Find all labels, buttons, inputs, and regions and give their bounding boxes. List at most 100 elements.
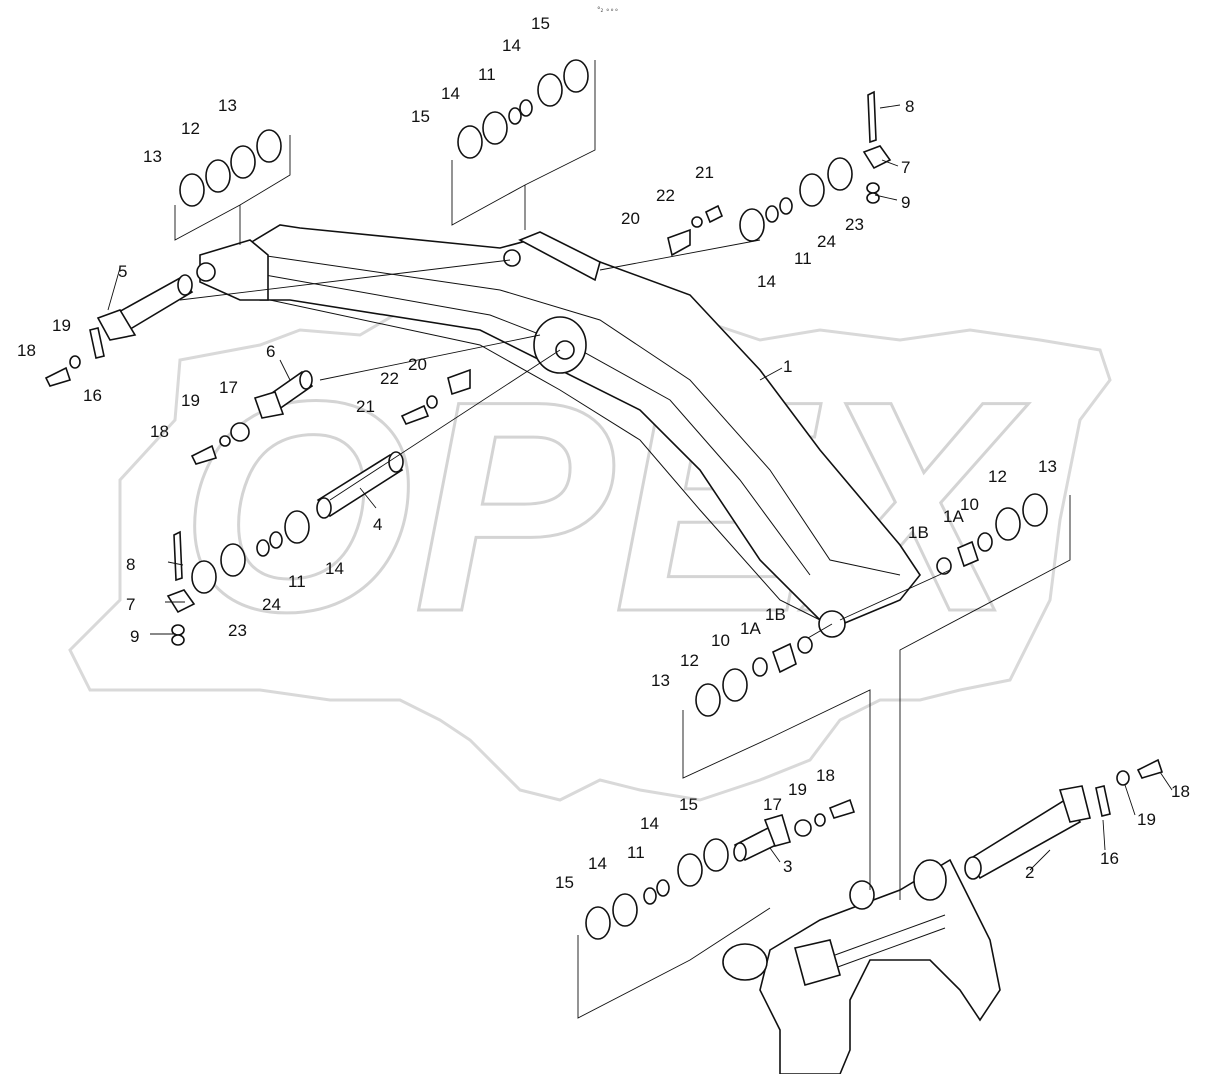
stopper-20-lower [447, 368, 471, 396]
nut-9-a1 [866, 182, 880, 194]
label-16-a: 16 [83, 386, 102, 405]
pin-4-end-a [316, 497, 332, 519]
bush-1A-a [957, 540, 979, 568]
shim-1B-a [936, 557, 952, 575]
shim-12-b [722, 668, 748, 702]
nut-9-a2 [866, 192, 880, 204]
pin-4-end-b [388, 451, 404, 473]
boom-edge-upper [259, 254, 901, 576]
label-24-b: 24 [262, 595, 281, 614]
shim-1B-b [797, 636, 813, 654]
label-8-a: 8 [905, 97, 914, 116]
label-1A-a: 1A [943, 507, 964, 526]
shim-14-d [284, 510, 310, 544]
hardware-upper [44, 204, 724, 465]
shim-11-d2 [256, 539, 270, 557]
label-13-a: 13 [218, 96, 237, 115]
shims-top [451, 59, 596, 230]
bush-1A-b [772, 642, 797, 674]
plate-16-right [1095, 785, 1111, 817]
shim-13-a [179, 173, 205, 207]
shim-12-a2 [230, 145, 256, 179]
label-5: 5 [118, 262, 127, 281]
label-3: 3 [783, 857, 792, 876]
label-16-b: 16 [1100, 849, 1119, 868]
washer-17-mid [230, 422, 250, 442]
shim-14-b [537, 73, 563, 107]
plate-16-left [89, 327, 105, 359]
boom-edge-mid [264, 274, 811, 576]
pin-3-end [733, 842, 747, 862]
washer-19-low [814, 813, 826, 827]
shim-15-d [703, 838, 729, 872]
bolt-8-b [173, 530, 183, 582]
shim-14-f [677, 853, 703, 887]
shim-12-a1 [205, 159, 231, 193]
shims-upper-right [739, 90, 892, 242]
label-18-b: 18 [150, 422, 169, 441]
label-9-a: 9 [901, 193, 910, 212]
label-14-c: 14 [757, 272, 776, 291]
label-10-b: 10 [711, 631, 730, 650]
shim-11-a1 [508, 107, 522, 125]
label-14-d: 14 [325, 559, 344, 578]
label-1B-b: 1B [765, 605, 786, 624]
label-2: 2 [1025, 863, 1034, 882]
pin-2 [964, 785, 1091, 880]
washer-19-right [1116, 770, 1130, 786]
label-15-c: 15 [679, 795, 698, 814]
washer-22-upper [691, 216, 703, 228]
label-23-b: 23 [228, 621, 247, 640]
boom-edge-lower [269, 299, 831, 626]
shim-23-a [827, 157, 853, 191]
bolt-8-a [867, 90, 877, 144]
shim-12-c [995, 507, 1021, 541]
collar-7-a [862, 145, 892, 170]
pin-3-tab [763, 814, 792, 847]
shim-13-c [1022, 493, 1048, 527]
collar-7-b [166, 589, 196, 614]
shim-14-c [739, 208, 765, 242]
label-19-b: 19 [181, 391, 200, 410]
pin-4 [316, 451, 404, 519]
label-23-a: 23 [845, 215, 864, 234]
shim-11-d1 [269, 531, 283, 549]
shims-top-left [174, 129, 291, 245]
shim-15-c [585, 906, 611, 940]
washer-22-lower [426, 395, 438, 409]
label-21-b: 21 [356, 397, 375, 416]
label-18-a: 18 [17, 341, 36, 360]
label-20-b: 20 [408, 355, 427, 374]
label-1B-a: 1B [908, 523, 929, 542]
bolt-18-low [828, 798, 856, 819]
pin-6-end [299, 370, 313, 390]
label-22-b: 22 [380, 369, 399, 388]
label-1A-b: 1A [740, 619, 761, 638]
stopper-20-upper [667, 228, 691, 257]
label-17-a: 17 [219, 378, 238, 397]
leader-lines [107, 104, 1173, 871]
arm-boss-right [913, 859, 947, 901]
arm-lug-plate [794, 939, 841, 986]
shim-11-c1 [765, 205, 779, 223]
label-19-d: 19 [1137, 810, 1156, 829]
label-14-f: 14 [588, 854, 607, 873]
bolt-21-lower [400, 404, 430, 425]
boom-foot [199, 239, 269, 301]
pin-6-tab [253, 391, 285, 419]
label-6: 6 [266, 342, 275, 361]
label-19-a: 19 [52, 316, 71, 335]
pin-5 [96, 274, 194, 341]
header-code: °₂ ∘∘∘ [597, 6, 619, 14]
arm-outline [759, 858, 1001, 1074]
label-15-a: 15 [531, 14, 550, 33]
shim-15-a [457, 125, 483, 159]
label-12-c: 12 [680, 651, 699, 670]
part-labels: 1 1A 1A 1B 1B 2 3 4 5 6 7 7 8 8 9 9 10 1… [17, 14, 1190, 892]
label-7-a: 7 [901, 158, 910, 177]
shim-10-b [752, 657, 768, 677]
pin-2-shaft [966, 798, 1082, 880]
label-22-a: 22 [656, 186, 675, 205]
label-14-e: 14 [640, 814, 659, 833]
